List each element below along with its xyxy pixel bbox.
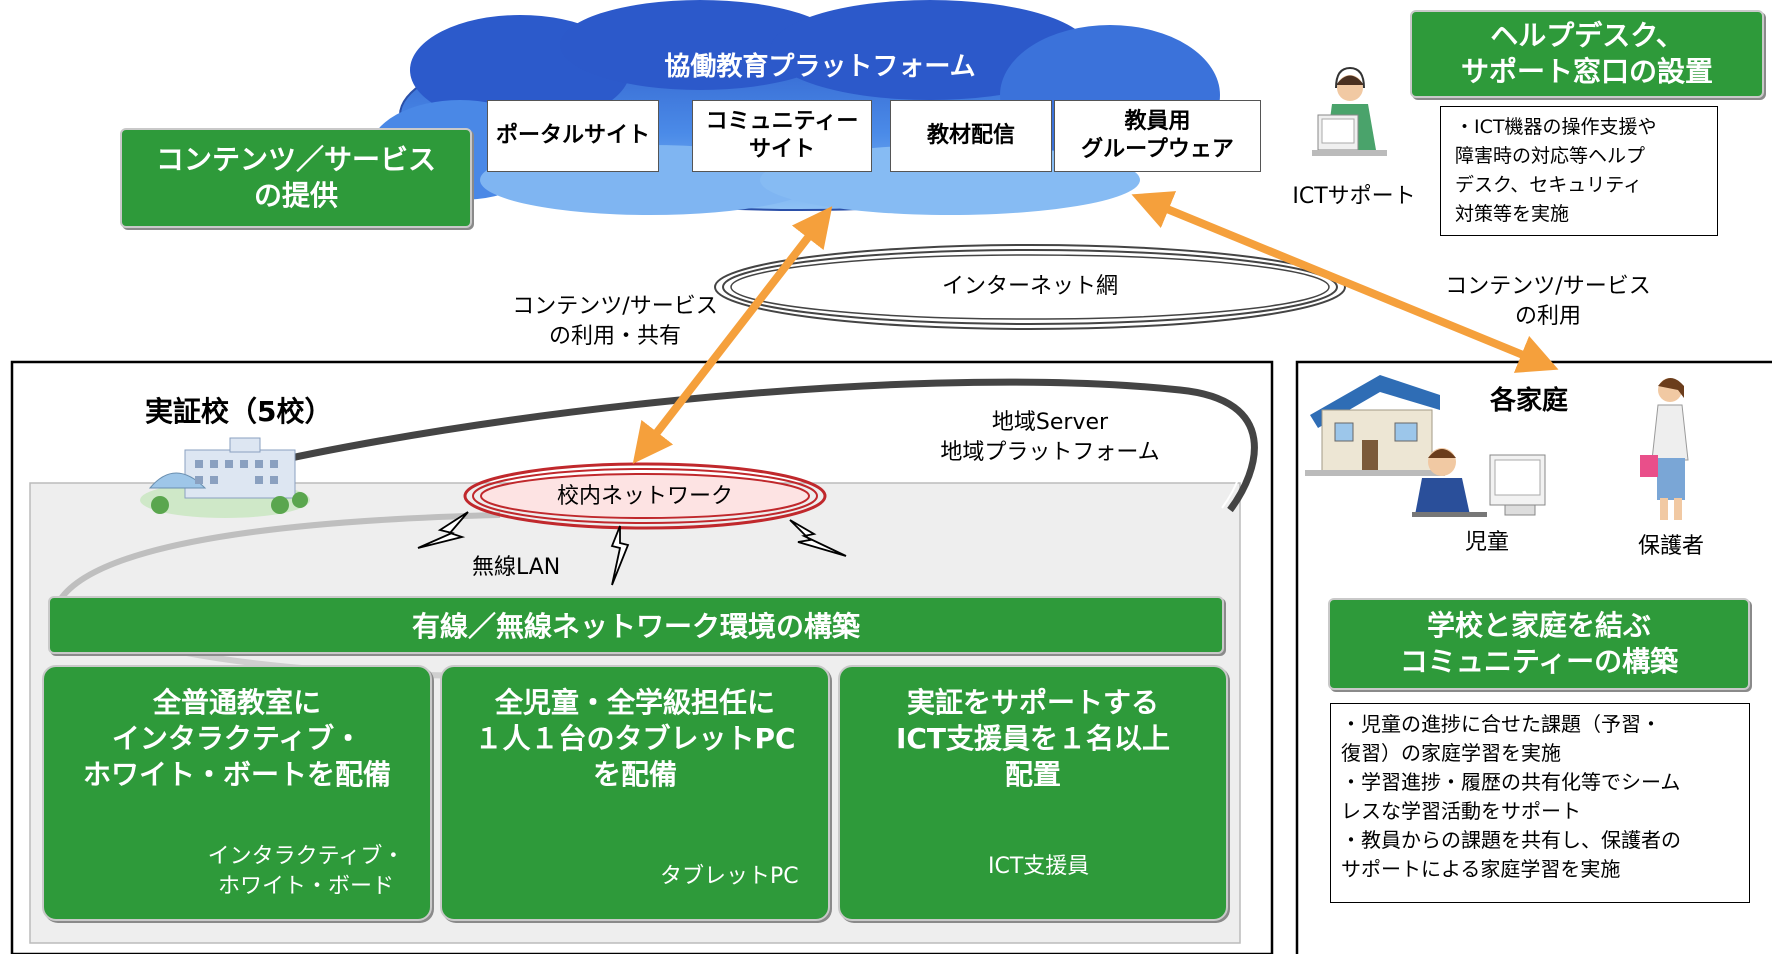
child-at-pc-icon [1412, 448, 1546, 517]
service-community-site[interactable]: コミュニティー サイト [692, 100, 872, 172]
house-icon [1305, 375, 1445, 476]
ict-support-label: ICTサポート [1292, 184, 1416, 209]
service-label: ポータルサイト [495, 123, 650, 148]
whiteboard-caption: インタラクティブ・ ホワイト・ボード [207, 844, 405, 899]
service-teacher-groupware[interactable]: 教員用 グループウェア [1054, 100, 1261, 172]
internet-label: インターネット網 [941, 274, 1118, 299]
tablet-box: 全児童・全学級担任に １人１台のタブレットPC を配備 [440, 665, 830, 921]
home-note: ・児童の進捗に合せた課題（予習・ 復習）の家庭学習を実施 ・学習進捗・履歴の共有… [1330, 703, 1750, 903]
helpdesk-note: ・ICT機器の操作支援や 障害時の対応等ヘルプ デスク、セキュリティ 対策等を実… [1440, 106, 1718, 236]
network-environment-banner: 有線／無線ネットワーク環境の構築 [48, 596, 1224, 654]
school-title: 実証校（5校） [145, 395, 333, 428]
service-label: コミュニティー サイト [705, 109, 859, 162]
ict-staff-caption: ICT支援員 [988, 854, 1090, 879]
wireless-lan-label: 無線LAN [472, 555, 561, 580]
helpdesk-title-box: ヘルプデスク、 サポート窓口の設置 [1410, 10, 1764, 98]
child-label: 児童 [1465, 530, 1510, 555]
region-platform-label: 地域Server 地域プラットフォーム [940, 410, 1160, 465]
guardian-icon [1640, 378, 1689, 520]
wireless-bolt-icons [417, 511, 847, 586]
helpdesk-operator-icon [1312, 66, 1387, 156]
contents-provision-box: コンテンツ／サービス の提供 [120, 128, 472, 228]
lan-ellipse [463, 462, 827, 530]
lan-label: 校内ネットワーク [556, 484, 733, 509]
ict-staff-box: 実証をサポートする ICT支援員を１名以上 配置 [838, 665, 1228, 921]
service-portal-site[interactable]: ポータルサイト [487, 100, 659, 172]
community-title-box: 学校と家庭を結ぶ コミュニティーの構築 [1328, 598, 1750, 690]
service-label: 教材配信 [926, 123, 1015, 148]
school-building-icon [140, 437, 310, 518]
tablet-caption: タブレットPC [660, 864, 799, 889]
home-use-label: コンテンツ/サービス の利用 [1445, 274, 1651, 329]
arrows [632, 191, 1559, 464]
guardian-label: 保護者 [1638, 534, 1705, 559]
service-label: 教員用 グループウェア [1081, 109, 1234, 162]
home-title: 各家庭 [1490, 386, 1569, 416]
platform-title: 協働教育プラットフォーム [664, 51, 976, 82]
school-use-label: コンテンツ/サービス の利用・共有 [512, 294, 718, 349]
whiteboard-box-title: 全普通教室に インタラクティブ・ ホワイト・ボートを配備 [82, 686, 391, 791]
ict-staff-box-title: 実証をサポートする ICT支援員を１名以上 配置 [895, 686, 1171, 791]
whiteboard-box: 全普通教室に インタラクティブ・ ホワイト・ボートを配備 [42, 665, 432, 921]
tablet-box-title: 全児童・全学級担任に １人１台のタブレットPC を配備 [474, 686, 796, 791]
service-material-delivery[interactable]: 教材配信 [890, 100, 1052, 172]
